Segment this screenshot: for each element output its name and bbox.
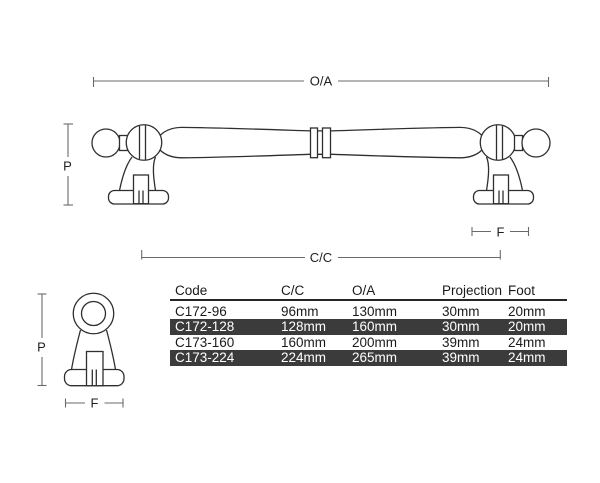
cell-cc: 224mm [281, 350, 327, 365]
table-header-rule [170, 298, 567, 301]
grip [159, 126, 483, 159]
f-label-end: F [91, 396, 99, 411]
table-row: C172-128 128mm 160mm 30mm 20mm [170, 319, 567, 335]
cell-oa: 160mm [352, 319, 398, 334]
f-label-front: F [497, 225, 505, 240]
spec-table: Code C/C O/A Projection Foot C172-96 96m… [170, 283, 567, 366]
right-sphere [479, 124, 517, 161]
right-foot [472, 156, 535, 205]
end-view-outer-ring [72, 292, 115, 335]
cell-cc: 160mm [281, 334, 327, 350]
end-view-inner-ring [80, 300, 107, 327]
cell-foot: 24mm [508, 350, 546, 365]
table-body: C172-96 96mm 130mm 30mm 20mm C172-128 12… [170, 304, 567, 366]
col-header-oa: O/A [352, 283, 376, 298]
right-ball [521, 128, 551, 158]
col-header-cc: C/C [281, 283, 305, 298]
table-row: C173-224 224mm 265mm 39mm 24mm [170, 350, 567, 366]
dimension-p-end: P [37, 293, 47, 387]
cell-oa: 130mm [352, 303, 398, 319]
col-header-foot: Foot [508, 283, 536, 298]
cc-label: C/C [310, 250, 332, 265]
table-row: C172-96 96mm 130mm 30mm 20mm [170, 304, 567, 320]
left-foot [107, 156, 170, 205]
cell-projection: 30mm [442, 303, 480, 319]
dimension-oa: O/A [92, 74, 550, 89]
dimension-f-front: F [471, 225, 530, 240]
col-header-projection: Projection [442, 283, 503, 298]
foot-end-view [63, 292, 125, 387]
left-sphere [125, 124, 163, 161]
cell-foot: 24mm [508, 334, 546, 350]
cell-projection: 30mm [442, 319, 480, 334]
cell-oa: 200mm [352, 334, 398, 350]
cell-code: C172-128 [175, 319, 235, 334]
handle-front-view [91, 124, 551, 205]
cell-code: C173-224 [175, 350, 235, 365]
cell-cc: 128mm [281, 319, 327, 334]
cell-cc: 96mm [281, 303, 319, 319]
dimension-cc: C/C [141, 250, 501, 265]
dimension-p-front: P [63, 123, 73, 206]
dimension-f-end: F [64, 396, 124, 411]
right-neck [513, 134, 524, 152]
center-ring [321, 127, 332, 159]
oa-label: O/A [310, 74, 333, 89]
col-header-code: Code [175, 283, 208, 298]
p-label-front: P [63, 159, 72, 174]
cell-oa: 265mm [352, 350, 398, 365]
cell-foot: 20mm [508, 319, 546, 334]
cell-projection: 39mm [442, 350, 480, 365]
cell-foot: 20mm [508, 303, 546, 319]
cell-code: C172-96 [175, 303, 227, 319]
cell-code: C173-160 [175, 334, 235, 350]
p-label-end: P [37, 340, 46, 355]
left-ball [91, 128, 121, 158]
cell-projection: 39mm [442, 334, 480, 350]
table-row: C173-160 160mm 200mm 39mm 24mm [170, 335, 567, 351]
center-ring [309, 127, 319, 159]
table-header-row: Code C/C O/A Projection Foot [170, 283, 567, 298]
